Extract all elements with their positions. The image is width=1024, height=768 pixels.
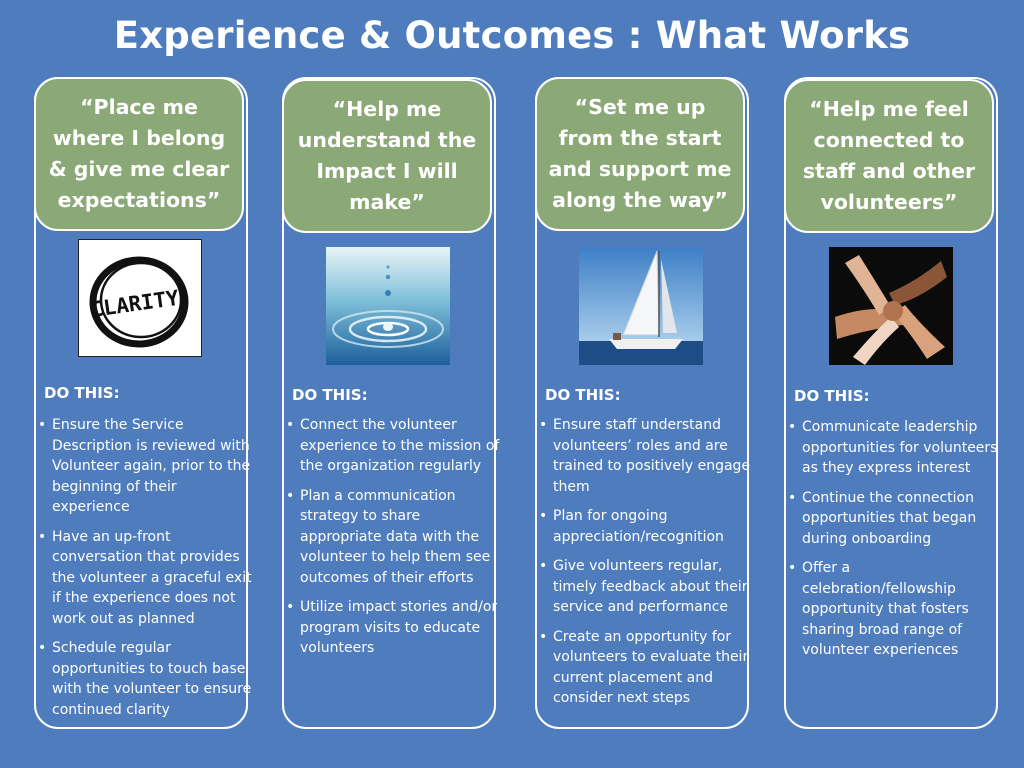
list-item: Continue the connection opportunities th… [788, 488, 1004, 550]
do-this-label: DO THIS: [44, 384, 120, 402]
list-item: Plan for ongoing appreciation/recognitio… [539, 506, 755, 547]
bullet-list: Communicate leadership opportunities for… [786, 417, 1004, 670]
list-item: Communicate leadership opportunities for… [788, 417, 1004, 479]
list-item: Utilize impact stories and/or program vi… [286, 597, 502, 659]
bullet-list: Connect the volunteer experience to the … [284, 415, 502, 668]
column-impact: “Help me understand the Impact I will ma… [282, 77, 499, 729]
page-title: Experience & Outcomes : What Works [113, 14, 911, 57]
column-place-me: “Place me where I belong & give me clear… [34, 77, 252, 729]
list-item: Plan a communication strategy to share a… [286, 486, 502, 589]
joined-hands-icon [829, 247, 953, 365]
clarity-icon: CLARITY! [78, 239, 202, 357]
quote-header: “Help me understand the Impact I will ma… [282, 79, 492, 233]
column-support: “Set me up from the start and support me… [535, 77, 750, 729]
do-this-label: DO THIS: [794, 387, 870, 405]
sailboat-icon [579, 247, 703, 365]
list-item: Create an opportunity for volunteers to … [539, 627, 755, 709]
bullet-list: Ensure the Service Description is review… [36, 415, 254, 729]
list-item: Have an up-front conversation that provi… [38, 527, 254, 630]
list-item: Ensure staff understand volunteers’ role… [539, 415, 755, 497]
list-item: Offer a celebration/fellowship opportuni… [788, 558, 1004, 661]
bullet-list: Ensure staff understand volunteers’ role… [537, 415, 755, 718]
quote-header: “Place me where I belong & give me clear… [34, 77, 244, 231]
list-item: Ensure the Service Description is review… [38, 415, 254, 518]
do-this-label: DO THIS: [545, 386, 621, 404]
water-drop-icon [326, 247, 450, 365]
column-connected: “Help me feel connected to staff and oth… [784, 77, 998, 729]
quote-header: “Set me up from the start and support me… [535, 77, 745, 231]
list-item: Schedule regular opportunities to touch … [38, 638, 254, 720]
do-this-label: DO THIS: [292, 386, 368, 404]
list-item: Connect the volunteer experience to the … [286, 415, 502, 477]
quote-header: “Help me feel connected to staff and oth… [784, 79, 994, 233]
list-item: Give volunteers regular, timely feedback… [539, 556, 755, 618]
